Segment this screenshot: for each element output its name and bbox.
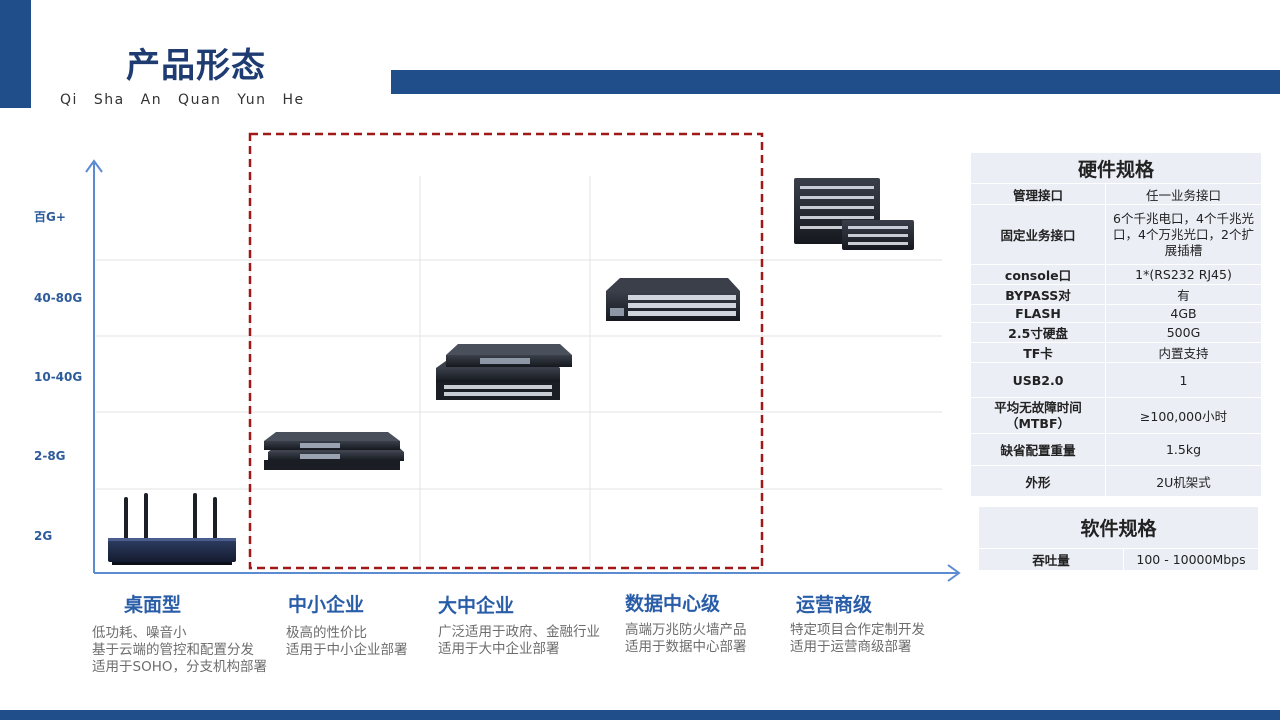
category-title: 桌面型 (124, 594, 182, 616)
spec-key: 缺省配置重量 (970, 433, 1106, 466)
category-desc: 适用于中小企业部署 (286, 642, 408, 658)
spec-key: BYPASS对 (970, 284, 1106, 305)
spec-key: 管理接口 (970, 183, 1106, 205)
y-tick-label: 2-8G (34, 449, 66, 463)
spec-value: 内置支持 (1105, 342, 1262, 363)
category-title: 大中企业 (438, 595, 515, 617)
desktop-router-image (108, 493, 236, 565)
category-carrier: 运营商级 特定项目合作定制开发 适用于运营商级部署 (790, 590, 960, 656)
software-spec-title: 软件规格 (978, 506, 1259, 549)
chart-grid (96, 176, 942, 570)
category-small-enterprise: 中小企业 极高的性价比 适用于中小企业部署 (286, 590, 436, 659)
page-subtitle: Qi Sha An Quan Yun He (60, 92, 305, 108)
y-tick-label: 40-80G (34, 291, 82, 305)
category-desc: 适用于SOHO，分支机构部署 (92, 659, 267, 675)
spec-value: 100 - 10000Mbps (1123, 548, 1259, 571)
category-desc: 特定项目合作定制开发 (790, 622, 925, 638)
spec-key: console口 (970, 264, 1106, 285)
spec-key: 吞吐量 (978, 548, 1124, 571)
category-title: 数据中心级 (625, 593, 721, 615)
category-datacenter: 数据中心级 高端万兆防火墙产品 适用于数据中心部署 (625, 589, 785, 656)
spec-value: 1 (1105, 362, 1262, 398)
spec-value: 有 (1105, 284, 1262, 305)
category-large-enterprise: 大中企业 广泛适用于政府、金融行业 适用于大中企业部署 (438, 591, 618, 658)
footer-bar (0, 710, 1280, 720)
carrier-device-image (794, 178, 914, 250)
spec-key: FLASH (970, 304, 1106, 323)
spec-key: 平均无故障时间（MTBF） (970, 397, 1106, 434)
header-accent-block (0, 0, 31, 108)
y-tick-label: 2G (34, 529, 52, 543)
spec-value: 1*(RS232 RJ45) (1105, 264, 1262, 285)
datacenter-device-image (606, 278, 740, 321)
hardware-spec-title: 硬件规格 (970, 152, 1262, 184)
page-title: 产品形态 (126, 46, 266, 86)
category-desc: 适用于大中企业部署 (438, 641, 560, 657)
category-title: 运营商级 (796, 594, 873, 616)
y-tick-label: 10-40G (34, 370, 82, 384)
highlight-box (248, 132, 764, 570)
category-desc: 低功耗、噪音小 (92, 625, 187, 641)
small-enterprise-device-image (264, 432, 404, 470)
spec-key: TF卡 (970, 342, 1106, 363)
category-desktop: 桌面型 低功耗、噪音小 基于云端的管控和配置分发 适用于SOHO，分支机构部署 (92, 590, 282, 676)
y-tick-label: 百G+ (34, 210, 66, 224)
category-desc: 基于云端的管控和配置分发 (92, 642, 254, 658)
spec-value: 6个千兆电口，4个千兆光口，4个万兆光口，2个扩展插槽 (1105, 204, 1262, 265)
spec-value: 4GB (1105, 304, 1262, 323)
spec-key: USB2.0 (970, 362, 1106, 398)
category-desc: 广泛适用于政府、金融行业 (438, 624, 600, 640)
category-desc: 适用于运营商级部署 (790, 639, 912, 655)
category-desc: 高端万兆防火墙产品 (625, 622, 747, 638)
large-enterprise-device-image (436, 344, 572, 400)
spec-value: 500G (1105, 322, 1262, 343)
chart-axes (85, 159, 961, 582)
header-bar (391, 70, 1280, 94)
spec-value: 2U机架式 (1105, 465, 1262, 497)
spec-value: ≥100,000小时 (1105, 397, 1262, 434)
spec-key: 固定业务接口 (970, 204, 1106, 265)
spec-key: 外形 (970, 465, 1106, 497)
spec-value: 任一业务接口 (1105, 183, 1262, 205)
category-desc: 适用于数据中心部署 (625, 639, 747, 655)
category-title: 中小企业 (288, 594, 365, 616)
spec-key: 2.5寸硬盘 (970, 322, 1106, 343)
spec-value: 1.5kg (1105, 433, 1262, 466)
category-desc: 极高的性价比 (286, 625, 367, 641)
